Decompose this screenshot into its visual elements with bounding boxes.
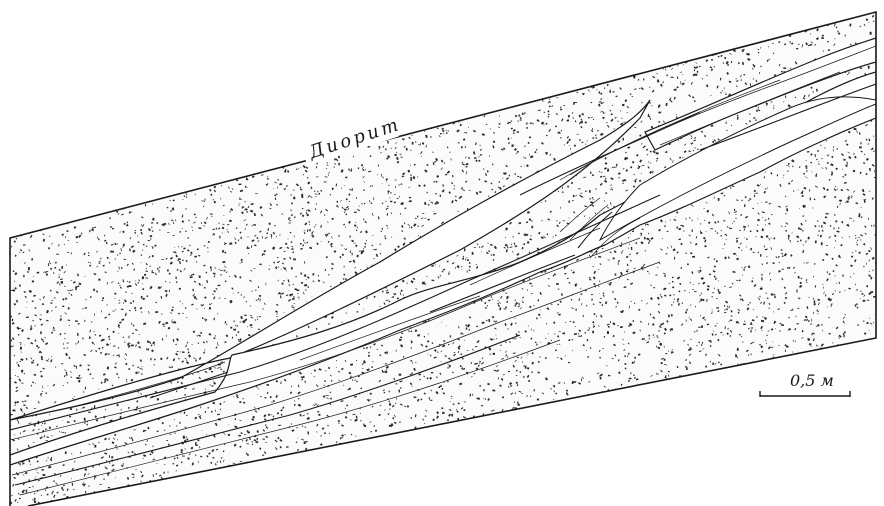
scale-label: 0,5 м — [790, 371, 834, 390]
scale-bar: 0,5 м — [760, 371, 850, 397]
